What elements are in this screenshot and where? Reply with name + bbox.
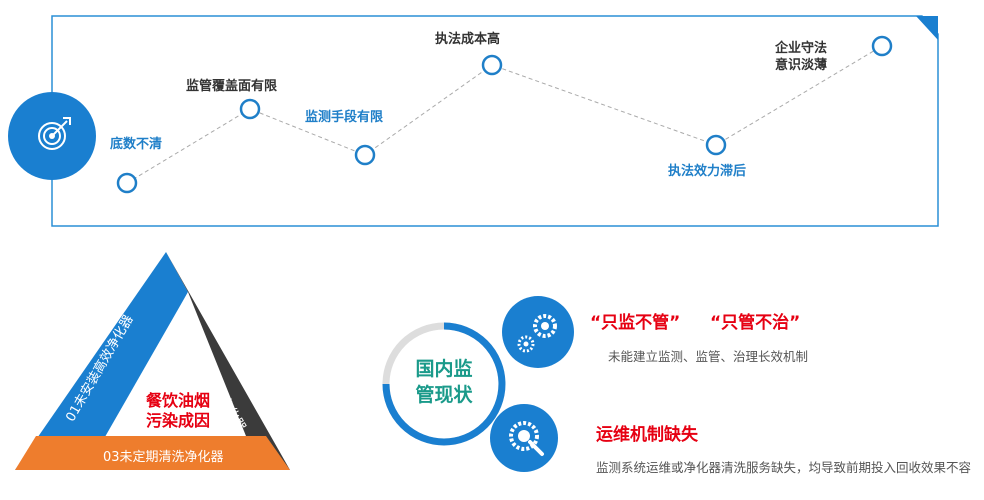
point-label-4: 执法成本高 bbox=[435, 32, 501, 47]
point-label-5: 执法效力滞后 bbox=[668, 164, 747, 179]
point-label-2: 监管覆盖面有限 bbox=[186, 79, 278, 94]
point-label-6a: 企业守法 bbox=[775, 41, 828, 56]
status-item1-title-b: “只管不治” bbox=[710, 313, 801, 333]
cause-triangle bbox=[15, 252, 290, 470]
point-label-6b: 意识淡薄 bbox=[775, 58, 828, 73]
gears-icon bbox=[502, 296, 574, 368]
point-label-3: 监测手段有限 bbox=[305, 110, 384, 125]
node-3 bbox=[354, 144, 376, 166]
target-icon bbox=[8, 92, 96, 180]
node-4 bbox=[481, 54, 503, 76]
node-2 bbox=[239, 98, 261, 120]
node-6 bbox=[871, 35, 893, 57]
status-ring bbox=[382, 322, 506, 446]
status-title-line1: 国内监 bbox=[415, 358, 473, 380]
triangle-bottom-label: 03未定期清洗净化器 bbox=[103, 450, 224, 465]
status-item2-title: 运维机制缺失 bbox=[596, 425, 698, 445]
wrench-gear-icon bbox=[490, 404, 558, 472]
status-item1-title-a: “只监不管” bbox=[590, 313, 681, 333]
node-1 bbox=[116, 172, 138, 194]
status-item1-desc: 未能建立监测、监管、治理长效机制 bbox=[608, 349, 809, 364]
status-title-line2: 管现状 bbox=[415, 384, 473, 406]
node-5 bbox=[705, 134, 727, 156]
corner-fold bbox=[916, 16, 938, 40]
cause-line2: 污染成因 bbox=[145, 411, 210, 430]
point-label-1: 底数不清 bbox=[110, 137, 163, 152]
cause-line1: 餐饮油烟 bbox=[145, 391, 210, 410]
status-item2-desc: 监测系统运维或净化器清洗服务缺失，均导致前期投入回收效果不容 bbox=[596, 460, 972, 475]
